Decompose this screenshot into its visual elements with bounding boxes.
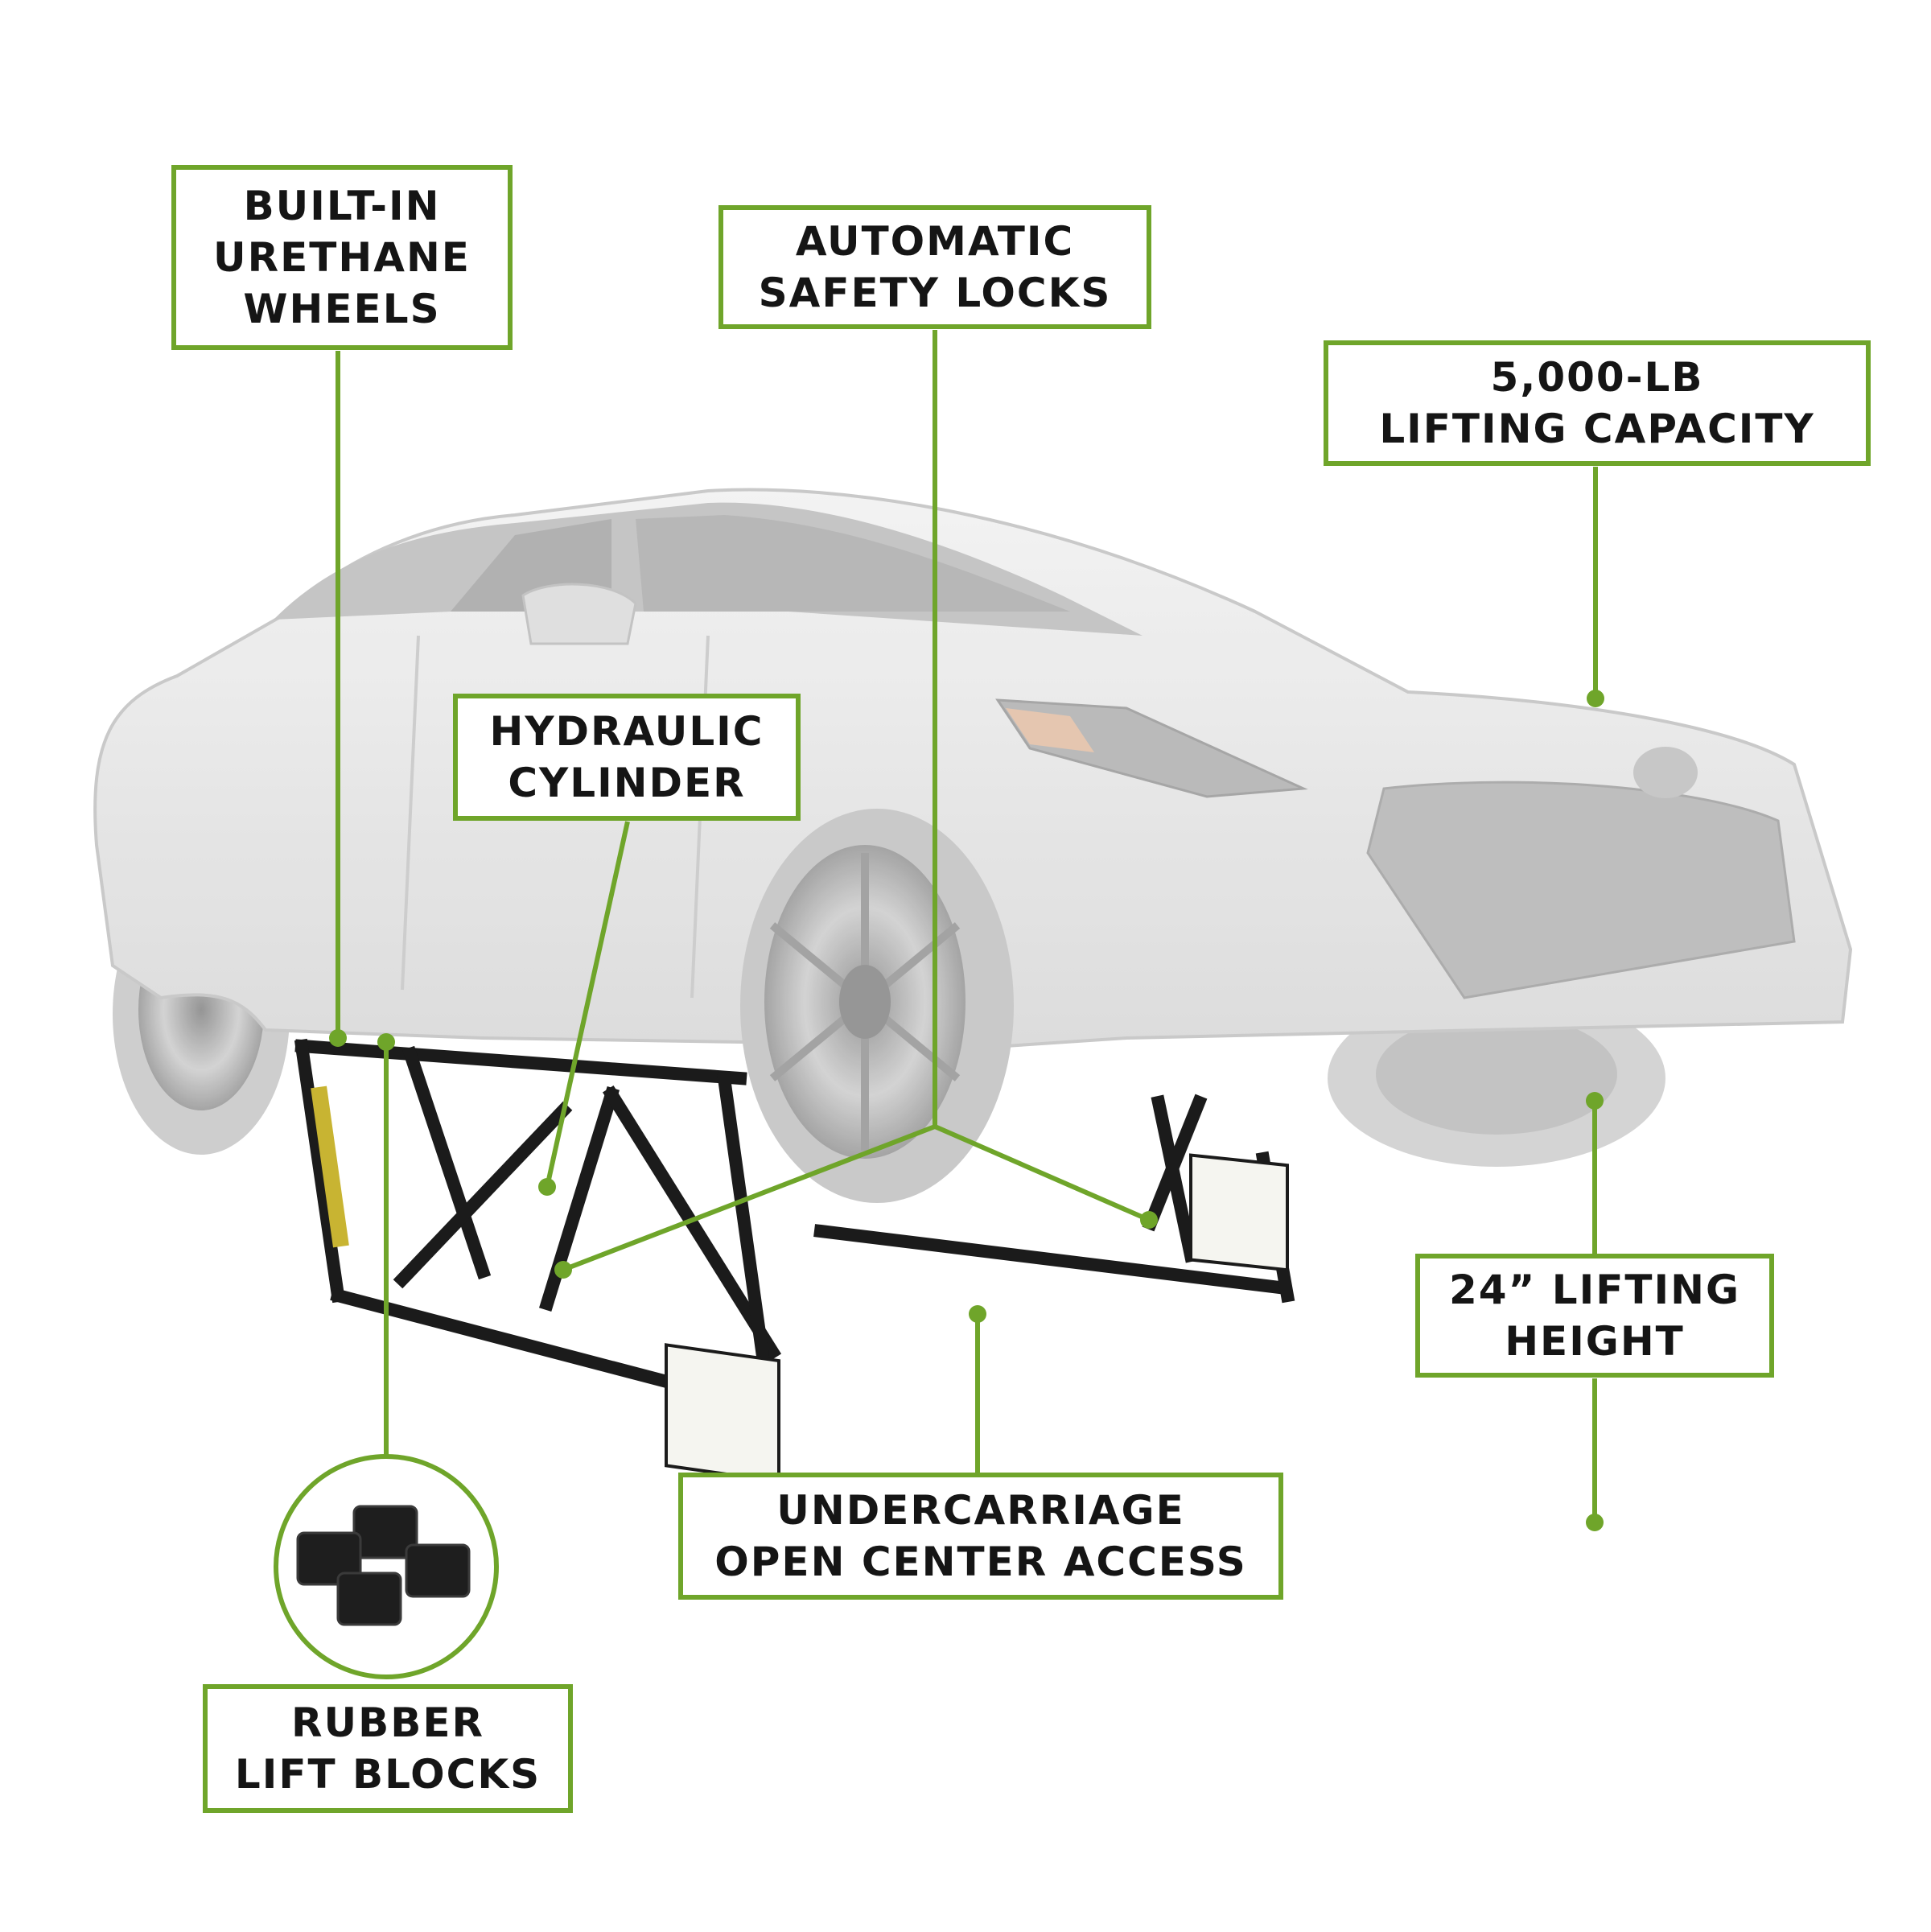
callout-text: BUILT-IN [243, 183, 441, 229]
callout-text: WHEELS [243, 286, 441, 332]
lift-warning-label [665, 1343, 780, 1484]
callout-text: HEIGHT [1505, 1318, 1685, 1365]
callout-text: AUTOMATIC [795, 218, 1075, 265]
callout-text: RUBBER [291, 1699, 484, 1746]
callout-urethane-wheels: BUILT-IN URETHANE WHEELS [171, 165, 513, 350]
lift-warning-label-right [1189, 1153, 1289, 1272]
callout-hydraulic-cylinder: HYDRAULIC CYLINDER [453, 694, 801, 821]
leader-lines [336, 330, 1598, 1522]
callout-lifting-height: 24” LIFTING HEIGHT [1415, 1254, 1774, 1378]
lift-brand-strip [311, 1085, 349, 1248]
car-body [93, 488, 1853, 1203]
callout-text: SAFETY LOCKS [758, 270, 1112, 316]
rubber-blocks-inset [274, 1454, 499, 1679]
callout-text: HYDRAULIC [489, 708, 764, 755]
callout-text: OPEN CENTER ACCESS [714, 1539, 1247, 1585]
callout-text: LIFT BLOCKS [234, 1751, 541, 1798]
callout-lifting-capacity: 5,000-LB LIFTING CAPACITY [1324, 340, 1871, 466]
callout-open-center-access: UNDERCARRIAGE OPEN CENTER ACCESS [678, 1473, 1283, 1600]
callout-safety-locks: AUTOMATIC SAFETY LOCKS [718, 205, 1151, 329]
callout-text: 24” LIFTING [1448, 1267, 1741, 1313]
callout-text: UNDERCARRIAGE [776, 1487, 1185, 1534]
callout-text: LIFTING CAPACITY [1379, 406, 1815, 452]
callout-rubber-lift-blocks: RUBBER LIFT BLOCKS [203, 1684, 573, 1813]
callout-text: URETHANE [213, 234, 471, 281]
callout-text: 5,000-LB [1490, 354, 1704, 401]
leader-dots [329, 690, 1604, 1531]
callout-text: CYLINDER [508, 760, 746, 806]
